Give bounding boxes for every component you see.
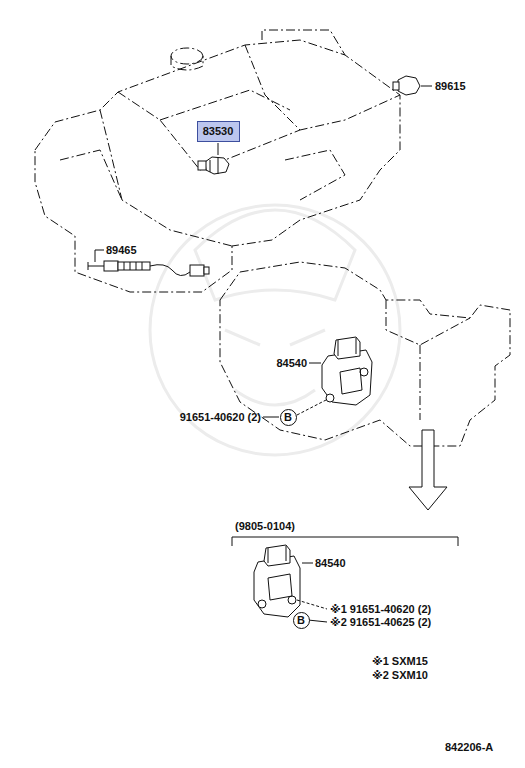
callout-number: 89615 (435, 80, 466, 93)
callout-circle: B (280, 409, 297, 426)
engine-outline (35, 30, 400, 292)
callout-number: 84540 (276, 357, 307, 370)
callout-circle: B (293, 612, 310, 629)
sensor-89615 (393, 76, 432, 95)
transmission-outline (220, 262, 510, 446)
highlighted-part-box: 83530 (197, 121, 240, 142)
watermark (150, 205, 400, 455)
switch-83530 (198, 143, 229, 174)
callout-letter: B (297, 614, 305, 627)
callout-number: 91651-40620 (2) (180, 411, 261, 424)
figure-number: 842206-A (445, 741, 493, 754)
part-number: 83530 (203, 125, 234, 138)
callout-letter: B (284, 411, 292, 424)
callout-number: ※1 91651-40620 (2) (330, 603, 431, 616)
callout-number: 89465 (106, 244, 137, 257)
bracket (232, 537, 458, 546)
callout-number: 84540 (315, 557, 346, 570)
callout-number: ※2 SXM10 (372, 669, 428, 682)
date-range: (9805-0104) (235, 520, 295, 533)
switch-84540 (263, 337, 372, 417)
callout-number: ※1 SXM15 (372, 655, 428, 668)
down-arrow (409, 430, 447, 510)
callout-number: ※2 91651-40625 (2) (330, 616, 431, 629)
